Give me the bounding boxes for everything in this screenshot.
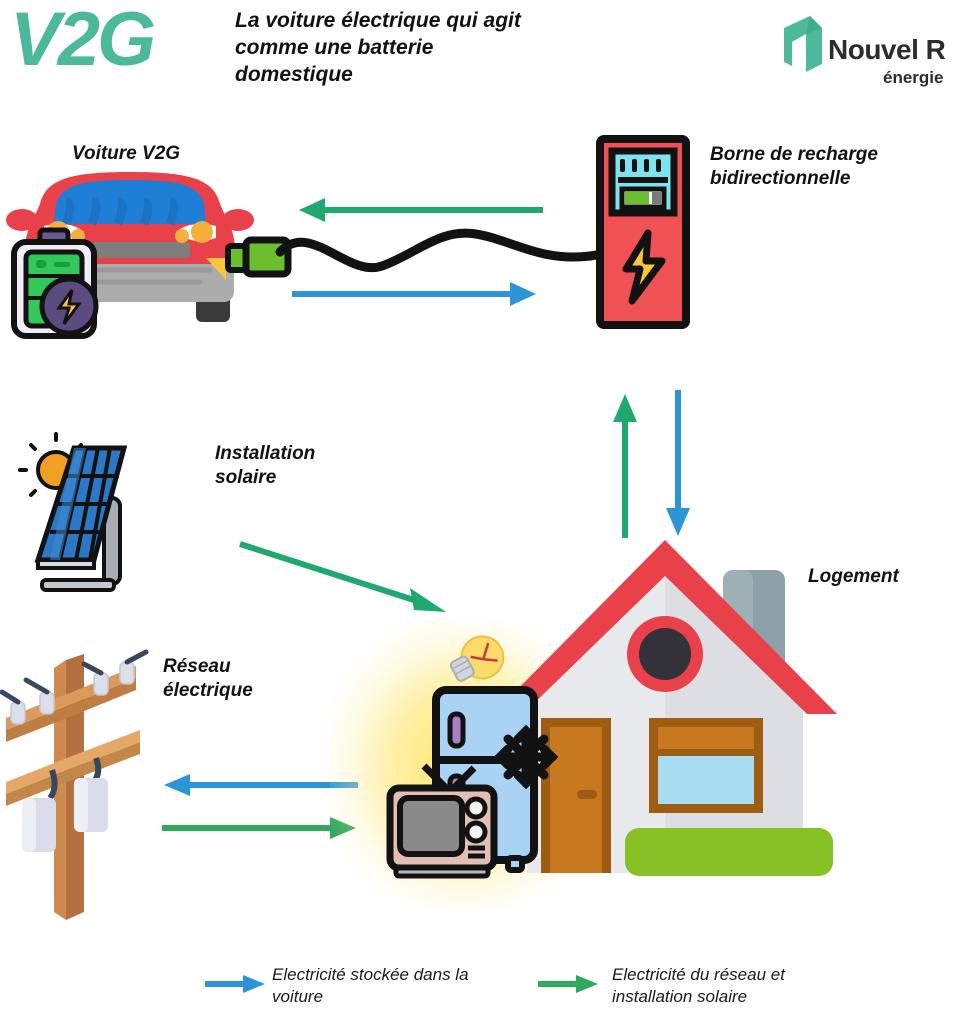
label-charger: Borne de recharge bidirectionnelle (710, 144, 878, 189)
brand-logo: Nouvel R énergie (780, 14, 960, 94)
flow-arrow-charger-to-car (295, 196, 545, 224)
light-bulb-icon (449, 635, 505, 682)
flow-arrow-home-to-grid (160, 772, 360, 798)
power-grid-illustration (0, 640, 160, 930)
transformers (22, 756, 108, 852)
legend-label-stored: Electricité stockée dans la voiture (272, 965, 469, 1007)
lightning-bolt-icon (622, 229, 666, 305)
solar-panel (34, 445, 128, 570)
television-icon (386, 763, 498, 879)
bush (625, 828, 833, 876)
solar-installation-illustration (18, 432, 220, 610)
flow-arrow-car-to-charger (290, 280, 540, 308)
logo-subtitle: énergie (883, 68, 944, 87)
label-home: Logement (808, 566, 899, 587)
legend-label-network: Electricité du réseau et installation so… (612, 965, 785, 1007)
logo-name: Nouvel R (828, 34, 946, 65)
flow-arrow-charger-to-home (663, 390, 693, 540)
car-windshield (54, 180, 206, 224)
label-solar: Installation solaire (215, 443, 316, 488)
nouvel-r-mark-icon (784, 16, 822, 72)
bidirectional-charger-illustration (596, 135, 696, 330)
flow-arrow-home-to-charger (610, 390, 640, 540)
page-tagline: La voiture électrique qui agit comme une… (235, 9, 521, 86)
flow-arrow-solar-to-home (238, 540, 453, 620)
car-headlight-right-icon (175, 221, 216, 243)
label-grid: Réseau électrique (163, 656, 253, 701)
charging-cable (240, 190, 660, 310)
label-car: Voiture V2G (72, 143, 181, 164)
snowflake-icon (493, 724, 559, 790)
page-title: V2G (10, 0, 156, 82)
legend-arrow-stored (205, 974, 267, 994)
car-indicator-icon (206, 258, 226, 280)
insulators (10, 661, 135, 725)
legend: Electricité stockée dans la voiture Elec… (0, 958, 967, 1026)
car-mirror-left-icon (6, 209, 38, 231)
legend-arrow-network (538, 974, 600, 994)
door-handle (577, 790, 597, 799)
home-appliances-illustration (386, 635, 583, 879)
car-battery-icon (6, 227, 110, 340)
house-illustration (485, 528, 845, 876)
car-mirror-right-icon (222, 209, 254, 231)
